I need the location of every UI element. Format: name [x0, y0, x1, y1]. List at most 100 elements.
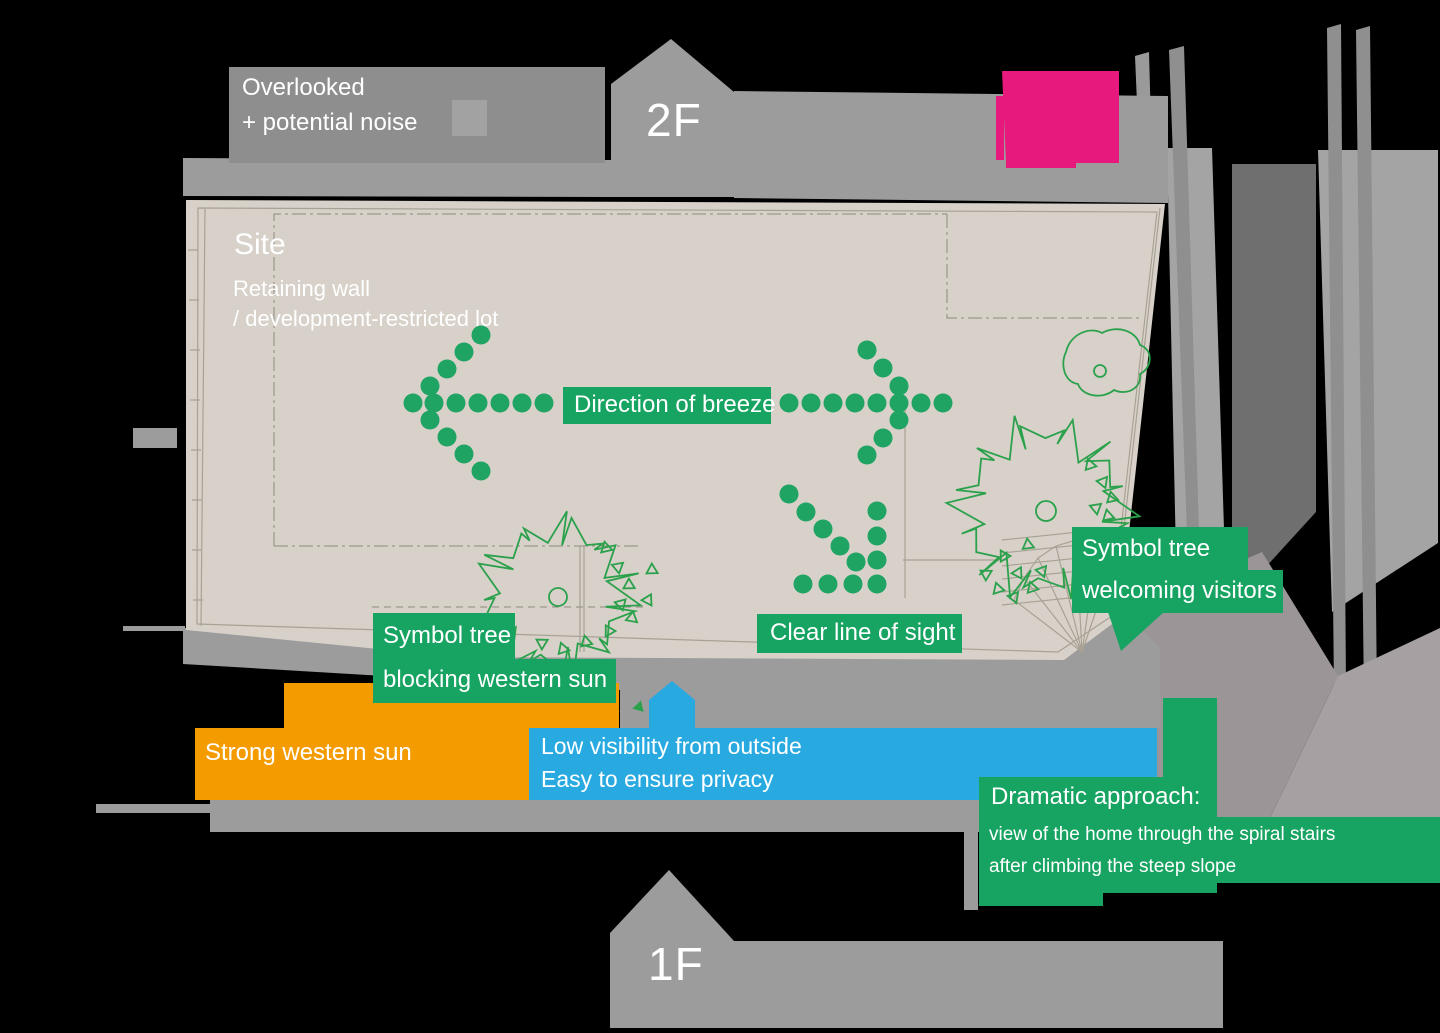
breeze-dot: [823, 393, 843, 413]
floor-marker-2f: 2F: [646, 94, 702, 146]
shrub-symbol: [1062, 328, 1151, 397]
breeze-dot: [867, 393, 887, 413]
site-title: Site: [234, 228, 286, 261]
tree-entry-callout-line2-box: welcoming visitors: [1072, 570, 1283, 613]
house-1f-shape: [610, 870, 734, 1028]
dark-column: [1232, 164, 1316, 570]
leaf-triangle: [639, 592, 653, 608]
leaf-triangle: [612, 598, 627, 613]
breeze-dot: [867, 526, 887, 546]
north-band-left: [183, 158, 611, 197]
site-subtitle-1: Retaining wall: [233, 276, 370, 301]
leaf-triangle: [992, 581, 1007, 596]
breeze-dot: [446, 393, 466, 413]
breeze-label-box: Direction of breeze: [563, 387, 775, 424]
breeze-dot: [424, 393, 444, 413]
approach-band-lower: [1270, 628, 1440, 818]
privacy-box: [529, 681, 1157, 800]
tree-entry-trunk: [1035, 500, 1057, 522]
breeze-dot: [873, 428, 893, 448]
leaf-triangle: [621, 576, 637, 590]
leaf-triangle: [978, 569, 994, 583]
leaf-triangle: [632, 700, 644, 712]
breeze-dot: [796, 502, 816, 522]
entrance-marker-pink: [996, 71, 1119, 168]
leaf-triangle: [579, 633, 594, 648]
breeze-dot: [454, 342, 474, 362]
south-band: [734, 941, 1223, 1028]
leaf-triangle: [610, 561, 625, 576]
breeze-dot: [779, 393, 799, 413]
leaf-triangle: [1101, 507, 1116, 522]
tree-west-trunk: [548, 587, 568, 607]
breeze-dot: [471, 325, 491, 345]
approach-body-line2: after climbing the steep slope: [989, 856, 1237, 877]
breeze-dot: [830, 536, 850, 556]
leaf-triangle: [1005, 590, 1020, 605]
breeze-dot: [512, 393, 532, 413]
breeze-dot: [873, 358, 893, 378]
breeze-dot: [420, 410, 440, 430]
bottom-band: [210, 800, 985, 832]
leaf-triangle: [999, 548, 1013, 564]
needle-3: [1327, 24, 1346, 691]
house-2f-shape: [611, 39, 734, 197]
leaf-triangle: [604, 623, 618, 639]
breeze-dot: [843, 574, 863, 594]
leaf-triangle: [1105, 489, 1120, 504]
bottom-band-sliver: [96, 804, 212, 813]
leaf-triangle: [1084, 457, 1099, 472]
breeze-dotted-arrows: [403, 325, 953, 594]
tree-entry-callout-line2: welcoming visitors: [1082, 577, 1277, 604]
bottom-band-stub: [964, 832, 978, 910]
site-area: [186, 200, 1165, 660]
approach-body-line1: view of the home through the spiral stai…: [989, 824, 1336, 845]
slope-band-right: [1318, 150, 1438, 612]
tree-symbol-west: [476, 510, 644, 681]
overlooked-label-line1: Overlooked: [242, 74, 365, 101]
breeze-dot: [911, 393, 931, 413]
tree-west-callout-line1: Symbol tree: [383, 622, 512, 649]
breeze-dot: [534, 393, 554, 413]
leaf-triangle: [644, 561, 660, 575]
breeze-dot: [867, 550, 887, 570]
needle-4: [1356, 26, 1377, 700]
privacy-label-line2: Easy to ensure privacy: [541, 766, 774, 792]
breeze-dot: [889, 410, 909, 430]
breeze-dot: [867, 501, 887, 521]
leaf-triangle: [624, 609, 639, 624]
leaf-triangle: [1021, 536, 1036, 550]
breeze-dot: [818, 574, 838, 594]
setback-dashdot-lines: [273, 213, 1140, 547]
west-wall-stub: [133, 428, 177, 448]
overlooked-label-line2: + potential noise: [242, 109, 418, 136]
breeze-label: Direction of breeze: [574, 391, 776, 418]
clear-sight-label: Clear line of sight: [770, 619, 956, 646]
breeze-dot: [857, 340, 877, 360]
breeze-dot: [813, 519, 833, 539]
breeze-dot: [889, 376, 909, 396]
site-subtitle-2: / development-restricted lot: [233, 306, 499, 331]
tree-west-callout-line2: blocking western sun: [383, 666, 608, 693]
breeze-dot: [846, 552, 866, 572]
north-elevation: [183, 39, 1168, 203]
approach-title: Dramatic approach:: [991, 783, 1201, 810]
breeze-dot: [468, 393, 488, 413]
breeze-dot: [857, 445, 877, 465]
plan-linework: [188, 207, 1161, 653]
leaf-triangle: [1009, 565, 1023, 581]
leaf-triangle: [1033, 564, 1048, 579]
tree-west-callout-line2-box: blocking western sun: [373, 659, 616, 703]
breeze-dot: [490, 393, 510, 413]
breeze-dot: [801, 393, 821, 413]
tree-west-callout-line1-box: Symbol tree: [373, 613, 515, 659]
tree-entry-callout-line1: Symbol tree: [1082, 535, 1211, 562]
shrub-trunk: [1093, 364, 1107, 378]
leaf-triangle: [1026, 580, 1041, 595]
privacy-label-line1: Low visibility from outside: [541, 733, 802, 759]
welcoming-callout-tail: [1108, 612, 1164, 651]
leaf-triangle: [1088, 502, 1103, 517]
breeze-dot: [437, 359, 457, 379]
